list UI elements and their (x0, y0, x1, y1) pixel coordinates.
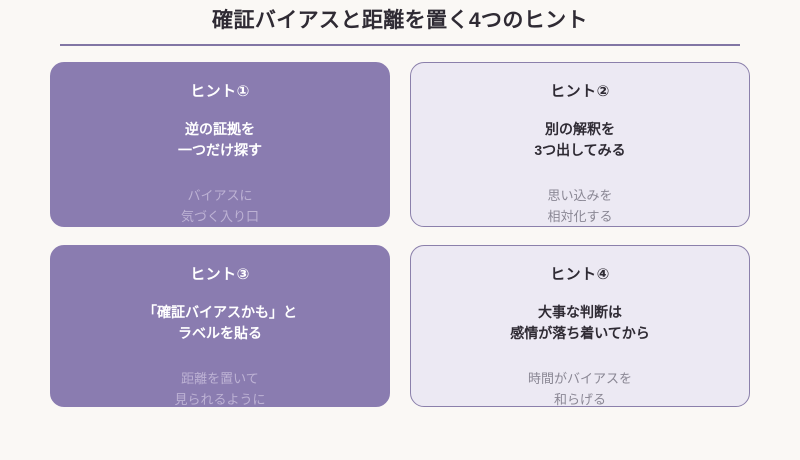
page-title: 確証バイアスと距離を置く4つのヒント (212, 9, 588, 32)
hint-card-1-main-text: 逆の証拠を 一つだけ探す (178, 121, 262, 158)
hint-card-2: ヒント② 別の解釈を 3つ出してみる 思い込みを 相対化する (410, 62, 750, 227)
hint-card-4-main-text: 大事な判断は 感情が落ち着いてから (510, 304, 650, 341)
hint-card-3-heading: ヒント③ (190, 266, 250, 283)
header: 確証バイアスと距離を置く4つのヒント (0, 0, 800, 52)
hint-card-2-heading: ヒント② (550, 83, 610, 100)
hint-card-2-main-text: 別の解釈を 3つ出してみる (534, 121, 626, 158)
hint-card-1: ヒント① 逆の証拠を 一つだけ探す バイアスに 気づく入り口 (50, 62, 390, 227)
hint-card-2-sub-text: 思い込みを 相対化する (547, 188, 613, 224)
title-divider (60, 44, 740, 46)
hint-card-3: ヒント③ 「確証バイアスかも」と ラベルを貼る 距離を置いて 見られるように (50, 245, 390, 407)
hint-card-3-main-text: 「確証バイアスかも」と ラベルを貼る (143, 304, 297, 341)
hint-card-4: ヒント④ 大事な判断は 感情が落ち着いてから 時間がバイアスを 和らげる (410, 245, 750, 407)
hint-cards-grid: ヒント① 逆の証拠を 一つだけ探す バイアスに 気づく入り口 ヒント② 別の解釈… (50, 62, 750, 407)
hint-card-3-sub-text: 距離を置いて 見られるように (174, 371, 266, 407)
hint-card-4-heading: ヒント④ (550, 266, 610, 283)
hint-card-1-sub-text: バイアスに 気づく入り口 (180, 188, 259, 224)
hint-card-1-heading: ヒント① (190, 83, 250, 100)
hint-card-4-sub-text: 時間がバイアスを 和らげる (527, 371, 632, 407)
